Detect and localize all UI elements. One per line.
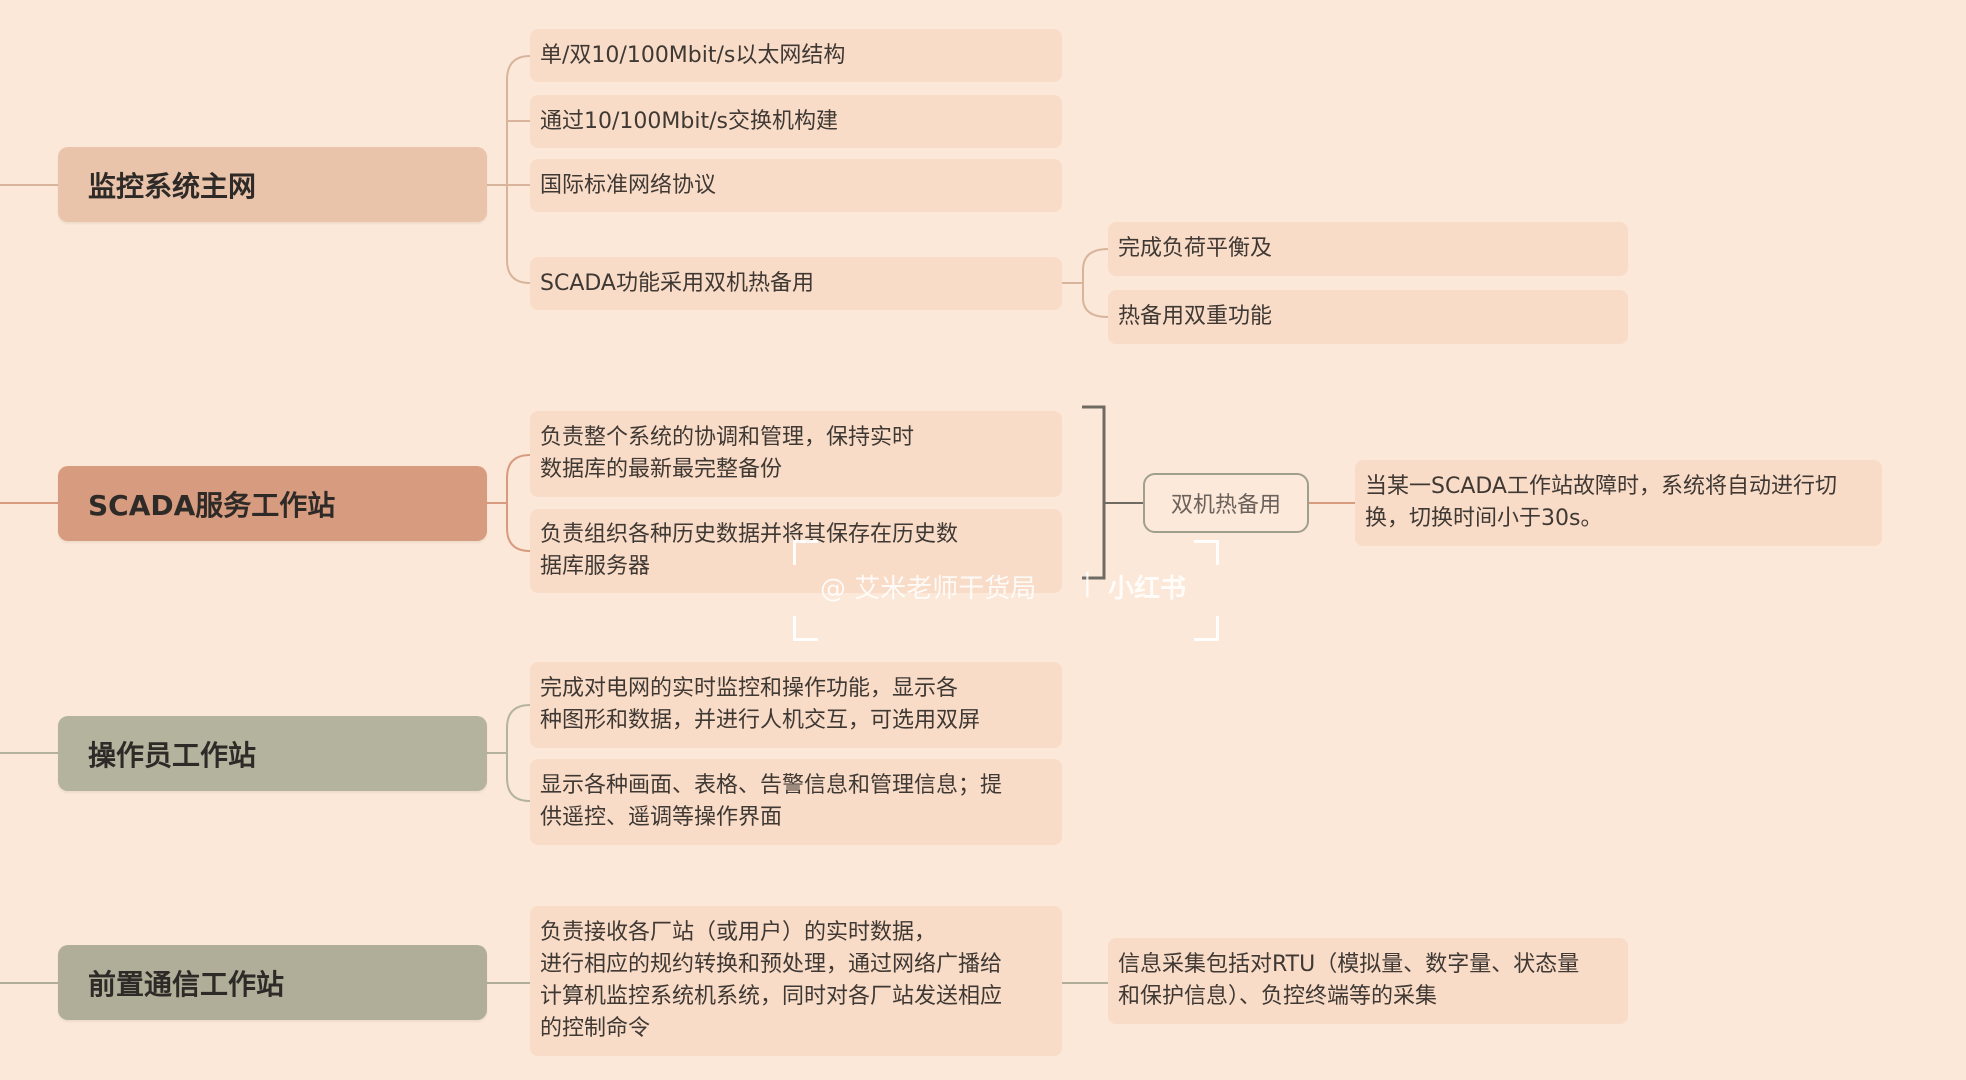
sub-node-text: 负责组织各种历史数据并将其保存在历史数 据库服务器: [540, 522, 959, 579]
group-summary-node[interactable]: 双机热备用: [1143, 473, 1309, 533]
sub-node-text: 显示各种画面、表格、告警信息和管理信息；提 供遥控、遥调等操作界面: [540, 773, 1003, 830]
watermark-corner: [793, 540, 818, 565]
sub-node[interactable]: 负责接收各厂站（或用户）的实时数据， 进行相应的规约转换和预处理，通过网络广播给…: [530, 906, 1062, 1056]
watermark-corner: [1194, 540, 1219, 565]
leaf-node[interactable]: 信息采集包括对RTU（模拟量、数字量、状态量 和保护信息）、负控终端等的采集: [1108, 938, 1628, 1024]
main-node-operator-station[interactable]: 操作员工作站: [58, 716, 487, 791]
sub-node-text: 国际标准网络协议: [540, 172, 717, 198]
sub-node[interactable]: 完成对电网的实时监控和操作功能，显示各 种图形和数据，并进行人机交互，可选用双屏: [530, 662, 1062, 748]
sub-node[interactable]: 负责组织各种历史数据并将其保存在历史数 据库服务器: [530, 509, 1062, 593]
sub-node-text: 完成对电网的实时监控和操作功能，显示各 种图形和数据，并进行人机交互，可选用双屏: [540, 676, 981, 733]
leaf-node[interactable]: 完成负荷平衡及: [1108, 222, 1628, 276]
sub-node[interactable]: 显示各种画面、表格、告警信息和管理信息；提 供遥控、遥调等操作界面: [530, 759, 1062, 845]
main-node-monitoring-network[interactable]: 监控系统主网: [58, 147, 487, 222]
sub-node-text: SCADA功能采用双机热备用: [540, 270, 814, 296]
leaf-node[interactable]: 热备用双重功能: [1108, 290, 1628, 344]
leaf-node-text: 完成负荷平衡及: [1118, 236, 1273, 261]
sub-node-text: 负责接收各厂站（或用户）的实时数据， 进行相应的规约转换和预处理，通过网络广播给…: [540, 920, 1003, 1041]
watermark-corner: [1194, 616, 1219, 641]
sub-node-text: 通过10/100Mbit/s交换机构建: [540, 108, 838, 134]
leaf-node-text: 热备用双重功能: [1118, 304, 1273, 329]
watermark-corner: [793, 616, 818, 641]
watermark-handle: @ 艾米老师干货局: [820, 574, 1037, 604]
sub-node[interactable]: 通过10/100Mbit/s交换机构建: [530, 95, 1062, 148]
sub-node[interactable]: SCADA功能采用双机热备用: [530, 257, 1062, 310]
main-node-front-comm-station[interactable]: 前置通信工作站: [58, 945, 487, 1020]
sub-node[interactable]: 国际标准网络协议: [530, 159, 1062, 212]
watermark-divider: |: [1083, 568, 1092, 598]
summary-leaf-node[interactable]: 当某一SCADA工作站故障时，系统将自动进行切 换，切换时间小于30s。: [1355, 460, 1882, 546]
summary-leaf-text: 当某一SCADA工作站故障时，系统将自动进行切 换，切换时间小于30s。: [1365, 474, 1837, 531]
watermark-brand: 小红书: [1108, 574, 1187, 604]
sub-node[interactable]: 负责整个系统的协调和管理，保持实时 数据库的最新最完整备份: [530, 411, 1062, 497]
sub-node-text: 负责整个系统的协调和管理，保持实时 数据库的最新最完整备份: [540, 425, 915, 482]
main-node-scada-server[interactable]: SCADA服务工作站: [58, 466, 487, 541]
sub-node-text: 单/双10/100Mbit/s以太网结构: [540, 42, 846, 68]
sub-node[interactable]: 单/双10/100Mbit/s以太网结构: [530, 29, 1062, 82]
leaf-node-text: 信息采集包括对RTU（模拟量、数字量、状态量 和保护信息）、负控终端等的采集: [1118, 952, 1580, 1009]
